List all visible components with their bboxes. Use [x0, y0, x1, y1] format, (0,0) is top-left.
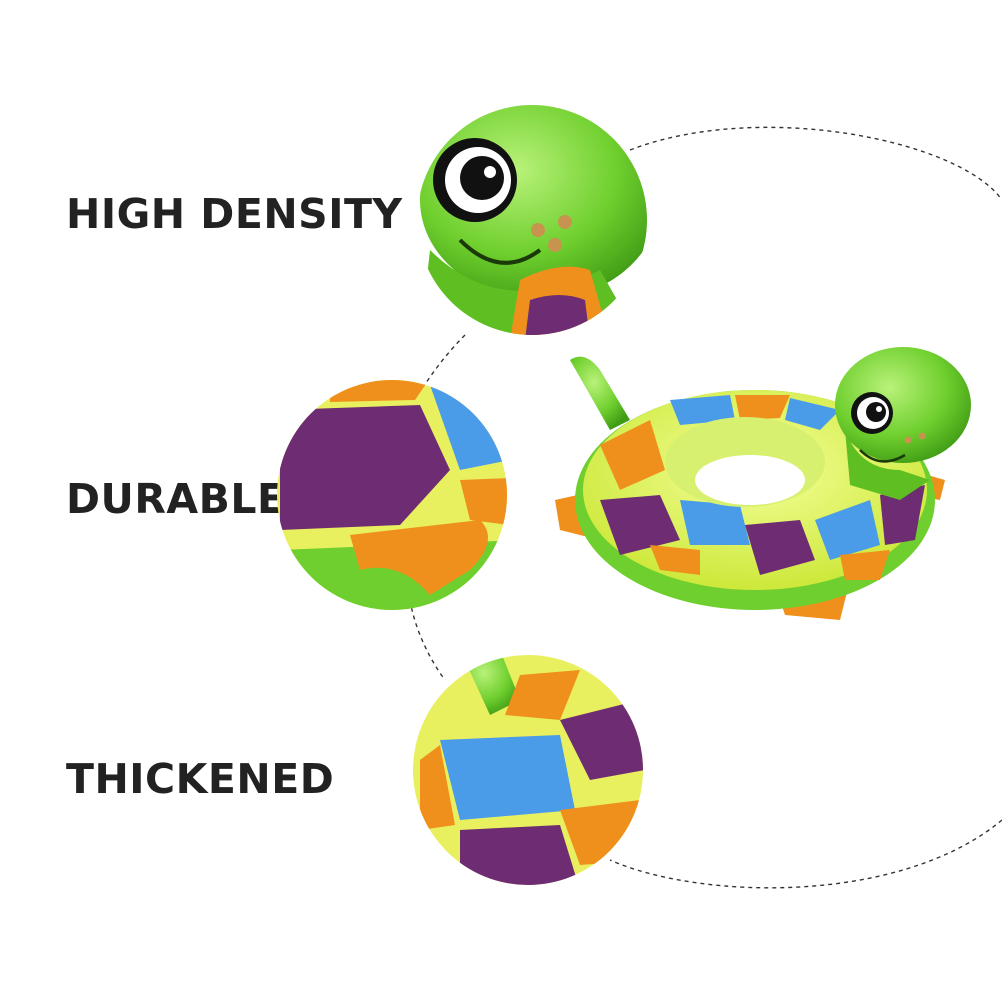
- turtle-float-main: [555, 347, 971, 620]
- feature-label-thickened: THICKENED: [66, 755, 335, 803]
- shell-closeup-circle: [277, 380, 507, 610]
- tail-closeup-circle: [413, 655, 643, 885]
- feature-label-durable: DURABLE: [66, 475, 286, 523]
- feature-label-high-density: HIGH DENSITY: [66, 190, 403, 238]
- head-closeup-circle: [417, 105, 647, 335]
